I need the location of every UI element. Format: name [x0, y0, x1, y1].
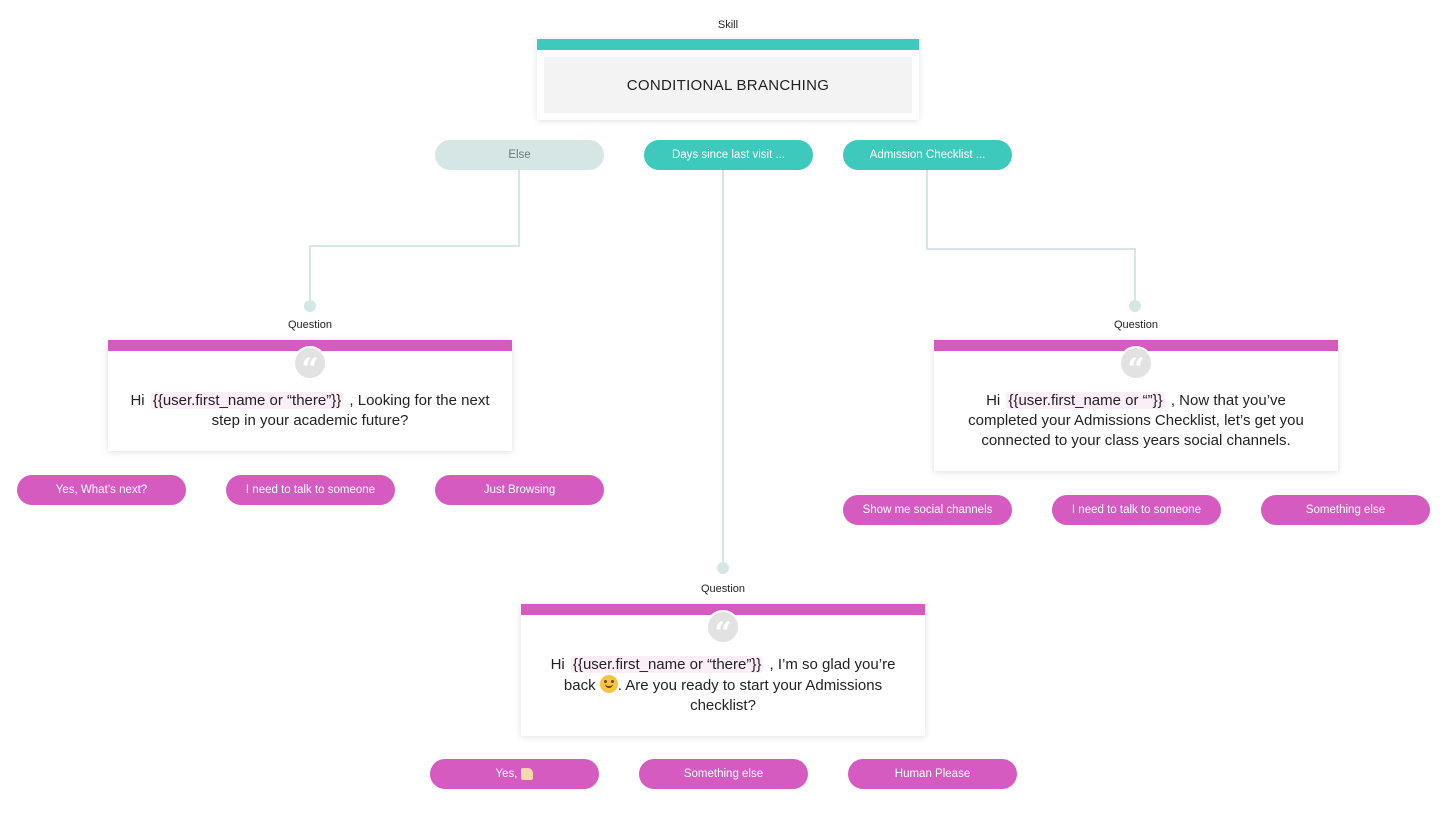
variable-token: {{user.first_name or “there”}}: [150, 392, 344, 409]
connector-handle-right[interactable]: [1129, 300, 1141, 312]
quote-icon: “: [293, 346, 327, 385]
branch-admission-checklist[interactable]: Admission Checklist ...: [843, 140, 1012, 170]
connector-else-to-left-question: [309, 170, 520, 306]
skill-node[interactable]: CONDITIONAL BRANCHING: [537, 39, 919, 120]
response-button[interactable]: Something else: [639, 759, 808, 789]
response-button[interactable]: Yes,: [430, 759, 599, 789]
question-text-middle: , I’m so glad you’re back: [563, 656, 896, 694]
response-button[interactable]: Yes, What’s next?: [17, 475, 186, 505]
response-button[interactable]: I need to talk to someone: [1052, 495, 1221, 525]
question-header-bar: [521, 604, 925, 615]
question-type-label: Question: [287, 319, 333, 331]
question-text: Hi {{user.first_name or “there”}} , Look…: [108, 351, 512, 451]
question-text-start: Hi: [130, 392, 149, 409]
quote-icon: “: [1119, 346, 1153, 385]
question-header-bar: [108, 340, 512, 351]
question-text: Hi {{user.first_name or “”}} , Now that …: [934, 351, 1338, 471]
question-node-center[interactable]: “ Hi {{user.first_name or “there”}} , I’…: [521, 604, 925, 736]
question-text-end: . Are you ready to start your Admissions…: [617, 677, 883, 714]
connector-handle-left[interactable]: [304, 300, 316, 312]
question-text-end: , Looking for the next step in your acad…: [211, 392, 490, 429]
question-type-label: Question: [1113, 319, 1159, 331]
response-button[interactable]: Just Browsing: [435, 475, 604, 505]
response-button[interactable]: Show me social channels: [843, 495, 1012, 525]
connector-checklist-to-right-question: [926, 170, 1136, 306]
question-text-start: Hi: [986, 392, 1005, 409]
connector-handle-center[interactable]: [717, 562, 729, 574]
skill-type-label: Skill: [717, 19, 739, 31]
question-text-start: Hi: [550, 656, 569, 673]
response-button[interactable]: I need to talk to someone: [226, 475, 395, 505]
question-node-right[interactable]: “ Hi {{user.first_name or “”}} , Now tha…: [934, 340, 1338, 471]
variable-token: {{user.first_name or “there”}}: [570, 656, 764, 673]
quote-icon: “: [706, 610, 740, 649]
question-node-left[interactable]: “ Hi {{user.first_name or “there”}} , Lo…: [108, 340, 512, 451]
thumbs-up-icon: [521, 768, 534, 780]
question-header-bar: [934, 340, 1338, 351]
upside-down-face-icon: [599, 675, 618, 693]
response-button[interactable]: Something else: [1261, 495, 1430, 525]
question-text: Hi {{user.first_name or “there”}} , I’m …: [521, 615, 925, 736]
skill-header-bar: [537, 39, 919, 50]
question-text-end: , Now that you’ve completed your Admissi…: [968, 392, 1304, 449]
branch-else[interactable]: Else: [435, 140, 604, 170]
branch-days-since-last-visit[interactable]: Days since last visit ...: [644, 140, 813, 170]
skill-title: CONDITIONAL BRANCHING: [544, 57, 912, 113]
variable-token: {{user.first_name or “”}}: [1006, 392, 1165, 409]
question-type-label: Question: [700, 583, 746, 595]
response-button[interactable]: Human Please: [848, 759, 1017, 789]
response-label: Yes,: [495, 768, 518, 780]
